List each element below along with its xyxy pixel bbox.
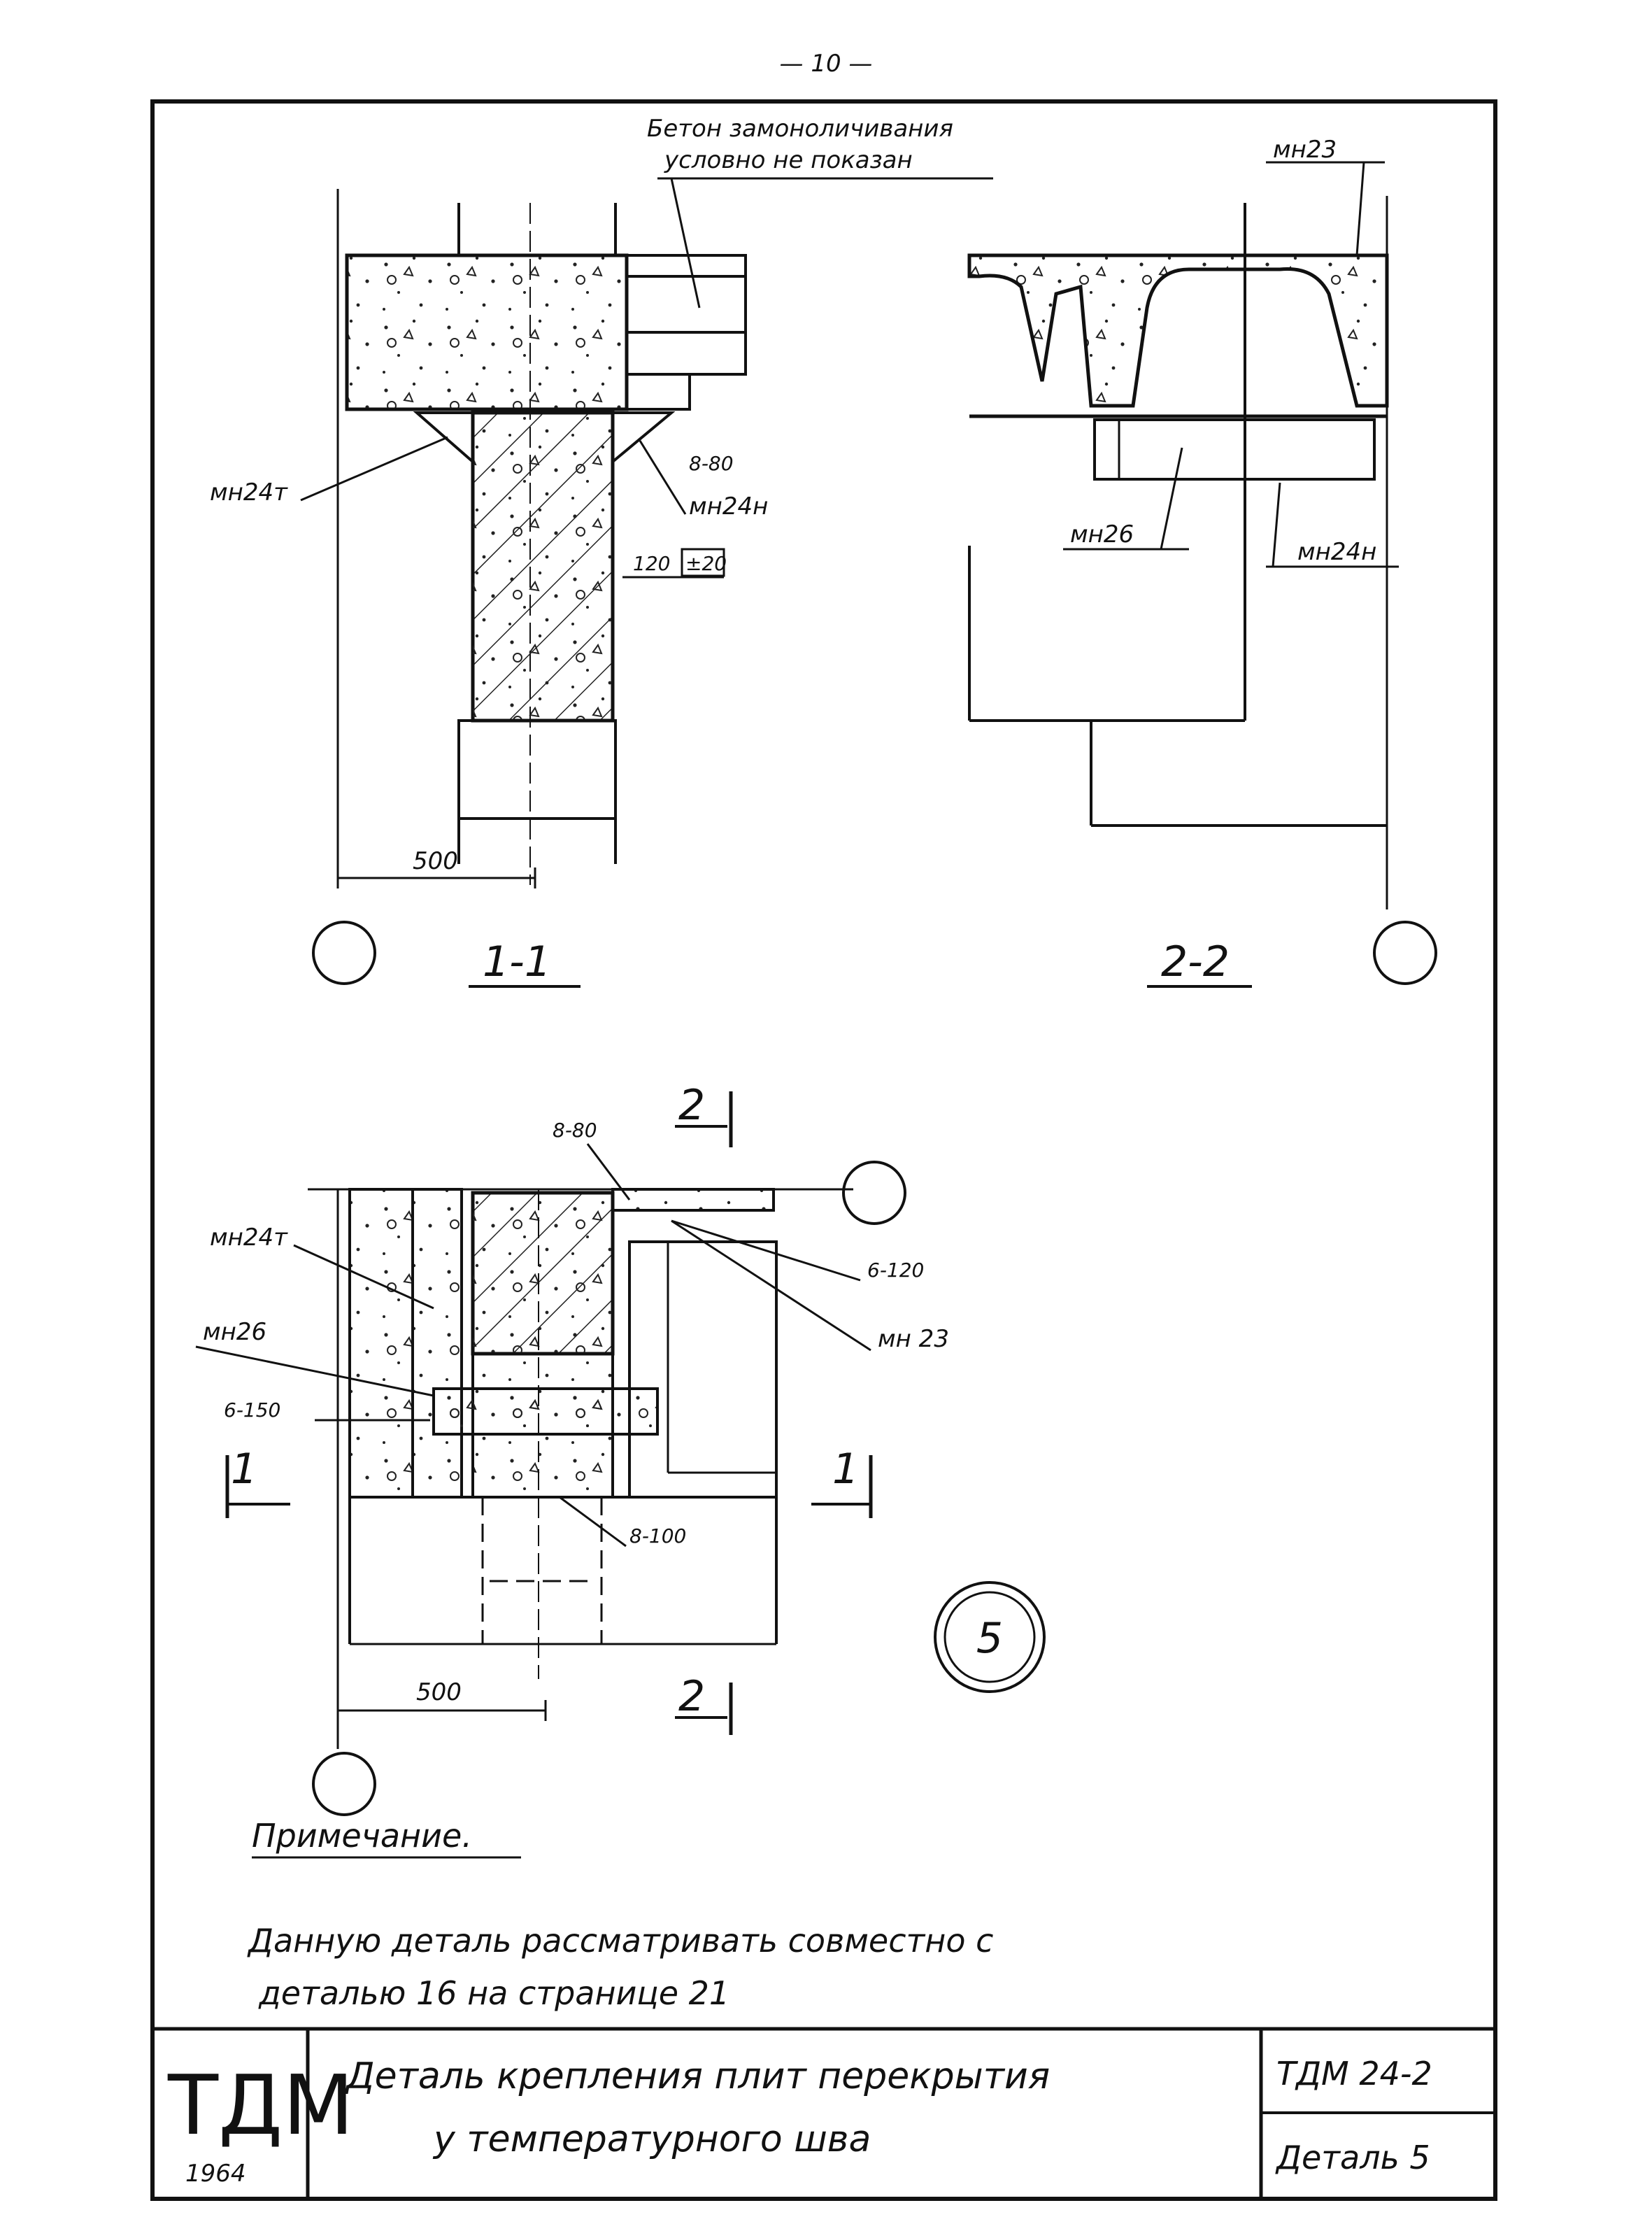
label-weld: 8-100 [629, 1524, 686, 1547]
bracket-left [413, 411, 474, 465]
drawing-code: ТДМ 24-2 [1276, 2055, 1432, 2092]
label-mn23: мн 23 [878, 1325, 949, 1353]
dim-500: 500 [413, 847, 458, 875]
note: Примечание. Данную деталь рассматривать … [247, 1817, 993, 2012]
label-mn24t: мн24т [210, 1224, 288, 1252]
axis-bubble [312, 921, 376, 985]
dim-120: 120 [633, 552, 670, 575]
axis-bubble [312, 1752, 376, 1816]
callout-note: условно не показан [664, 146, 913, 174]
label-weld: 6-150 [224, 1398, 280, 1422]
tie-plate [432, 1387, 659, 1436]
note-text: деталью 16 на странице 21 [258, 1974, 729, 2012]
section-title: 1-1 [483, 937, 551, 986]
axis-bubble [842, 1161, 906, 1225]
note-text: Данную деталь рассматривать совместно с [247, 1922, 993, 1960]
label-mn24t: мн24т [210, 479, 288, 507]
dim-500: 500 [416, 1678, 462, 1706]
cut-mark-2: 2 [678, 1672, 705, 1721]
section-1-1: Бетон замоноличивания условно не показан… [210, 115, 993, 988]
title-block: ТДМ 1964 Деталь крепления плит перекрыти… [152, 2027, 1495, 2199]
logo: ТДМ [167, 2057, 354, 2153]
drawing-frame [150, 99, 1497, 2201]
cut-mark-1: 1 [231, 1445, 257, 1494]
note-heading: Примечание. [252, 1817, 472, 1855]
beam [1093, 418, 1376, 481]
label-weld: 8-80 [689, 452, 734, 475]
ribbed-slab [967, 253, 1389, 408]
drawing-title: у температурного шва [432, 2118, 871, 2160]
drawing-title: Деталь крепления плит перекрытия [345, 2055, 1050, 2097]
slab [345, 253, 629, 411]
axis-bubble [1373, 921, 1437, 985]
section-title: 2-2 [1161, 937, 1230, 986]
detail-number: 5 [976, 1614, 1003, 1663]
label-mn26: мн26 [203, 1318, 266, 1346]
label-mn24n: мн24н [1297, 538, 1376, 566]
label-mn23: мн23 [1273, 136, 1337, 164]
callout-note: Бетон замоноличивания [647, 115, 953, 143]
cut-mark-2: 2 [678, 1081, 705, 1130]
dim-tolerance: ±20 [685, 552, 727, 575]
detail-bubble [934, 1581, 1046, 1693]
label-weld: 6-120 [867, 1259, 924, 1282]
bracket-right [611, 411, 676, 465]
cut-mark-1: 1 [832, 1445, 859, 1494]
sheet-label: Деталь 5 [1275, 2139, 1430, 2176]
label-mn24n: мн24н [689, 493, 768, 520]
year: 1964 [185, 2160, 246, 2188]
page-number: — 10 — [780, 50, 873, 78]
plan-view: 2 2 1 1 8-80 мн24т 6-120 мн 23 мн26 6-15… [195, 1081, 1046, 1816]
label-mn26: мн26 [1070, 520, 1134, 548]
section-2-2: мн23 мн26 мн24н 2-2 [967, 136, 1437, 988]
label-weld: 8-80 [553, 1119, 597, 1142]
